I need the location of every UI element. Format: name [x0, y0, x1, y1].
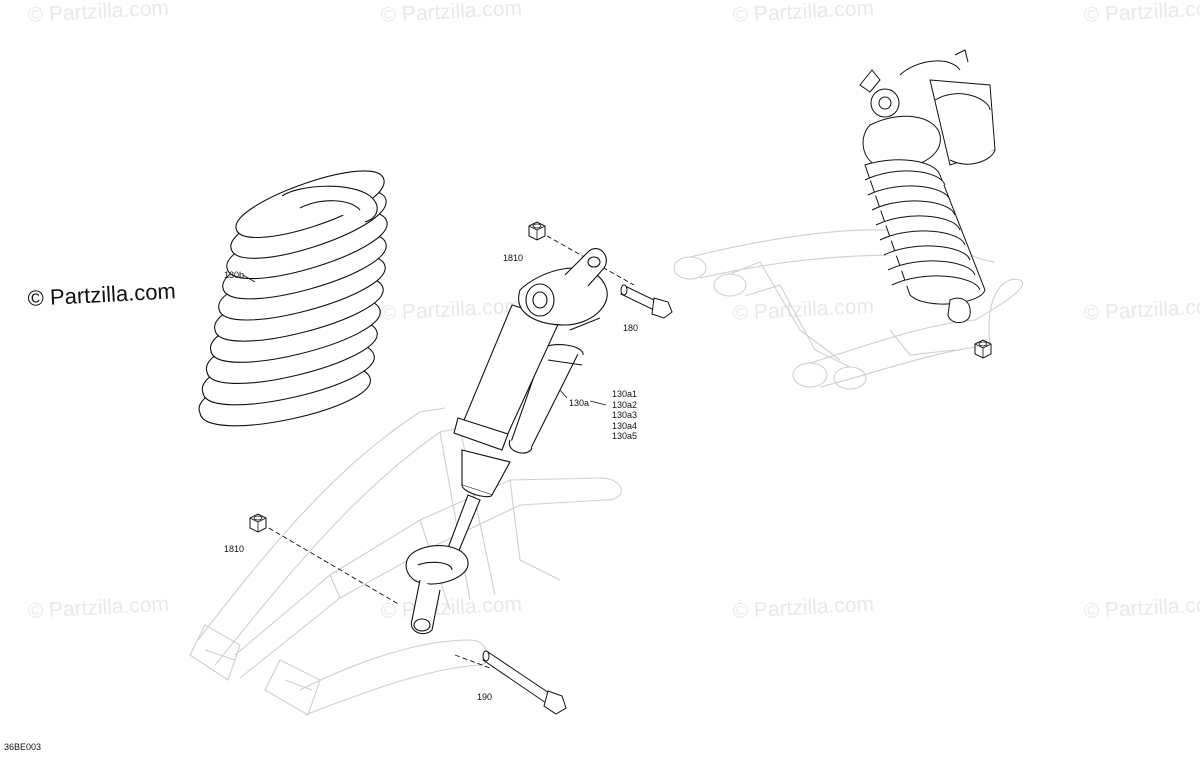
- nut-right: [974, 339, 992, 359]
- nut-bottom: [249, 513, 267, 533]
- swing-arm-outline-left: [189, 407, 622, 716]
- bolt-bottom: [482, 650, 567, 715]
- callout-shock-variant: 130a3: [612, 410, 638, 421]
- diagram-code: 36BE003: [4, 742, 42, 752]
- alignment-lines: [261, 231, 635, 669]
- callout-shock-variant: 130a2: [612, 399, 638, 410]
- callout-spring: 130b: [224, 270, 245, 280]
- bolt-top: [620, 284, 673, 319]
- callout-nut-top: 1810: [503, 253, 524, 263]
- callout-shock-variant: 130a4: [612, 420, 638, 431]
- shock-installed-right: [859, 49, 996, 323]
- coil-spring: [198, 170, 388, 427]
- callout-shock-variants: 130a1 130a2 130a3 130a4 130a5: [612, 389, 637, 442]
- callout-bolt-top: 180: [623, 323, 639, 333]
- callout-shock-variant: 130a1: [612, 389, 638, 399]
- callout-bolt-bottom: 190: [477, 692, 493, 702]
- callout-shock-variant: 130a5: [612, 431, 638, 442]
- shock-absorber: [405, 248, 608, 635]
- nut-top: [528, 221, 546, 241]
- callout-shock: 130a: [569, 398, 590, 408]
- callout-nut-bottom: 1810: [224, 544, 245, 554]
